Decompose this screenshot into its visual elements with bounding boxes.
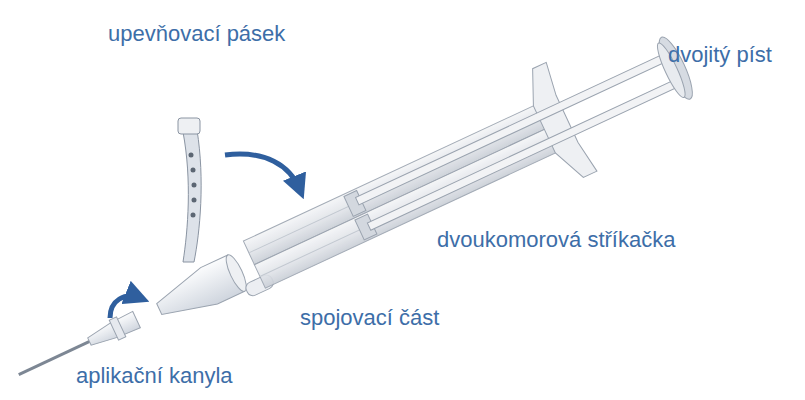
part-label: dvoukomorová stříkačka — [437, 228, 675, 252]
part-label: spojovací část — [300, 306, 439, 330]
part-label: upevňovací pásek — [108, 22, 285, 46]
part-label: aplikační kanyla — [76, 364, 233, 388]
part-label: dvojitý píst — [668, 43, 772, 67]
